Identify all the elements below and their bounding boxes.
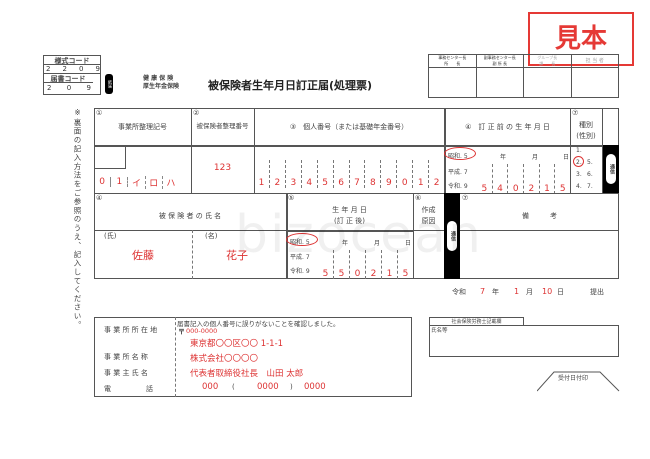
digit-cell: 5 — [477, 164, 493, 194]
approval-staff: 担 当 者 — [571, 55, 618, 68]
health-insurance-label: 健 康 保 険 — [143, 75, 174, 82]
digit-cell: 1 — [254, 160, 270, 188]
digit-cell: 0 — [397, 160, 414, 188]
era-circle — [444, 147, 476, 160]
notice-code-label: 届書コード — [50, 75, 86, 83]
digit-cell: 4 — [302, 160, 318, 188]
office-name[interactable]: 株式会社〇〇〇〇 — [190, 354, 259, 364]
paper-badge: 紙届 — [105, 74, 113, 94]
digit-cell: 5 — [334, 250, 350, 279]
digit-cell: 0 — [350, 250, 366, 279]
digit-cell: 9 — [381, 160, 398, 188]
digit-cell: 2 — [524, 164, 540, 194]
watermark: bizocean — [235, 205, 483, 265]
digit-cell: 3 — [286, 160, 302, 188]
owner-name[interactable]: 代表者取締役社長 山田 太郎 — [190, 369, 304, 379]
reason-label: 作成 原因 — [421, 206, 436, 225]
sharoushi-header: 社会保険労務士記載欄 — [429, 317, 524, 326]
pension-insurance-label: 厚生年金保険 — [143, 83, 180, 90]
office-address[interactable]: 東京都〇〇区〇〇 1-1-1 — [190, 339, 284, 349]
digit-cell: 1 — [413, 160, 430, 188]
surname-value[interactable]: 佐藤 — [132, 249, 154, 262]
digit-cell: 5 — [318, 250, 334, 279]
digit-cell: 2 — [366, 250, 382, 279]
page-title: 被保険者生年月日訂正届(処理票) — [208, 79, 373, 92]
insured-number-value[interactable]: 123 — [213, 163, 232, 173]
sharoushi-box[interactable] — [429, 325, 619, 357]
main-table-row2 — [94, 193, 619, 279]
personal-number-label: ③ 個人番号（または基礎年金番号） — [289, 123, 409, 131]
receipt-stamp-area — [537, 371, 620, 392]
digit-cell: 1 — [540, 164, 556, 194]
sample-stamp: 見本 — [528, 12, 634, 66]
digit-cell: 4 — [493, 164, 509, 194]
digit-cell: 6 — [334, 160, 350, 188]
digit-cell: 5 — [318, 160, 334, 188]
digit-cell: 5 — [559, 184, 566, 194]
postal-code[interactable]: 000-0000 — [186, 327, 218, 335]
type-label: 種別 (性別) — [576, 121, 596, 140]
approval-center-head: 事務センター長 所 長 — [429, 55, 476, 68]
phone-2[interactable]: 0000 — [257, 382, 279, 392]
office-code-label: 事業所整理記号 — [118, 123, 167, 131]
remarks-label: 備 考 — [522, 212, 557, 220]
approval-group: グループ長 課 長 — [524, 55, 571, 68]
office-address-label: 事 業 所 所 在 地 — [104, 326, 158, 334]
digit-cell: 1 — [382, 250, 398, 279]
confirm-text: 届書記入の個人番号に誤りがないことを確認しました。 — [177, 320, 340, 328]
approval-boxes: 事務センター長 所 長 副事務センター長 副 所 長 グループ長 課 長 担 当… — [428, 54, 619, 98]
phone-3[interactable]: 0000 — [304, 382, 326, 392]
comm-badge-1: 通信 — [606, 154, 616, 184]
form-code-box — [43, 55, 101, 95]
type-circle — [573, 156, 584, 167]
digit-cell: 2 — [433, 178, 440, 188]
digit-cell: 5 — [402, 269, 409, 279]
insured-name-label: 被 保 険 者 の 氏 名 — [158, 212, 222, 220]
previous-dob-label: ④ 訂 正 前 の 生 年 月 日 — [465, 123, 550, 131]
form-code-label: 様式コード — [54, 57, 90, 65]
comm-badge-2: 通信 — [447, 221, 457, 251]
approval-deputy: 副事務センター長 副 所 長 — [476, 55, 523, 68]
digit-cell: 8 — [365, 160, 382, 188]
digit-cell: 7 — [350, 160, 366, 188]
given-name-value[interactable]: 花子 — [226, 249, 248, 262]
digit-cell: 2 — [270, 160, 286, 188]
receipt-label: 受付日付印 — [558, 375, 589, 382]
phone-label: 電 話 — [104, 385, 153, 393]
era-circle-2 — [286, 233, 318, 246]
corrected-dob-label: 生 年 月 日 (訂 正 後) — [332, 206, 367, 225]
insured-number-label: 被保険者整理番号 — [196, 122, 249, 130]
office-info-box — [94, 317, 412, 397]
phone-1[interactable]: 000 — [202, 382, 219, 392]
side-note: ※裏面の記入方法をご参照のうえ、記入してください。 — [73, 108, 82, 330]
owner-name-label: 事 業 主 氏 名 — [104, 369, 148, 377]
office-name-label: 事 業 所 名 称 — [104, 353, 148, 361]
digit-cell: 0 — [508, 164, 525, 194]
